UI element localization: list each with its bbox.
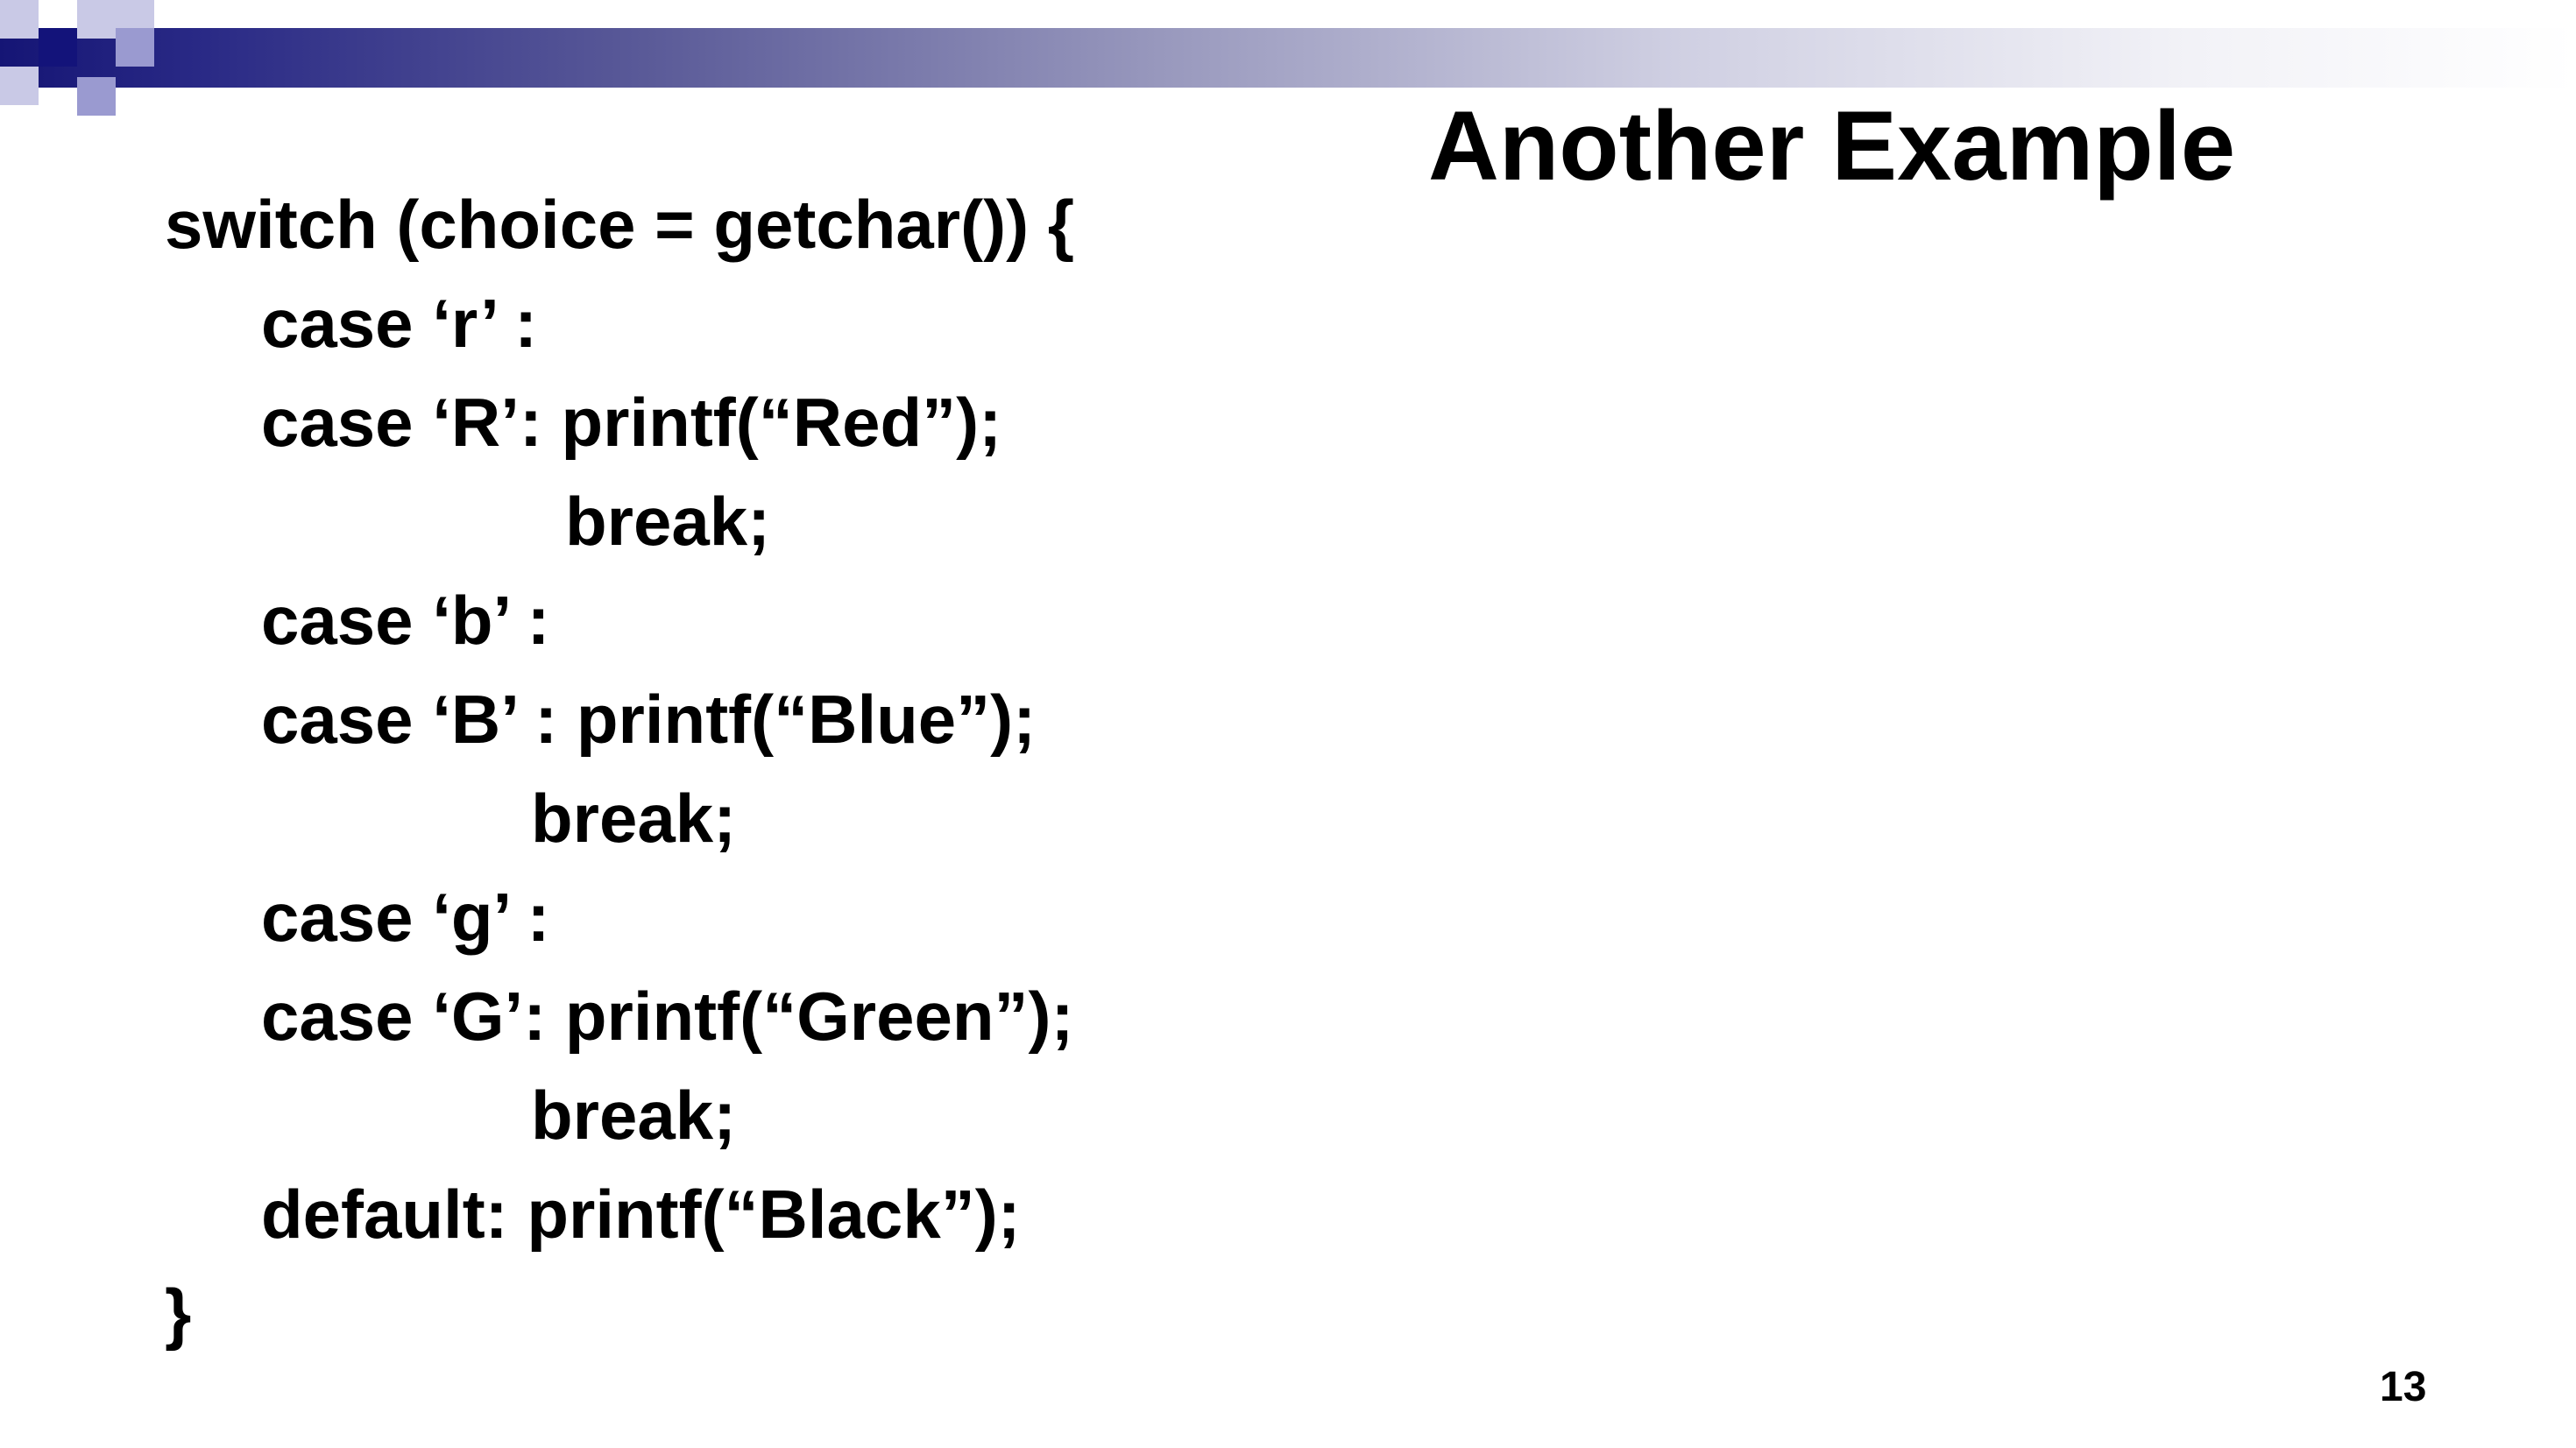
- code-line: }: [165, 1275, 192, 1352]
- code-line: break;: [531, 780, 737, 857]
- code-line: break;: [565, 483, 771, 560]
- code-line: default: printf(“Black”);: [261, 1176, 1021, 1253]
- slide-title: Another Example: [1428, 91, 2236, 201]
- code-line: break;: [531, 1077, 737, 1154]
- code-line: case ‘b’ :: [261, 582, 550, 659]
- code-line: switch (choice = getchar()) {: [165, 186, 1075, 263]
- decorative-squares-icon: [0, 0, 202, 123]
- code-line: case ‘r’ :: [261, 285, 538, 362]
- code-block: switch (choice = getchar()) { case ‘r’ :…: [165, 175, 1074, 1363]
- code-line: case ‘g’ :: [261, 879, 550, 956]
- page-number: 13: [2380, 1364, 2427, 1410]
- code-line: case ‘G’: printf(“Green”);: [261, 978, 1074, 1055]
- header-banner: [0, 28, 2576, 88]
- code-line: case ‘B’ : printf(“Blue”);: [261, 681, 1037, 758]
- code-line: case ‘R’: printf(“Red”);: [261, 384, 1002, 461]
